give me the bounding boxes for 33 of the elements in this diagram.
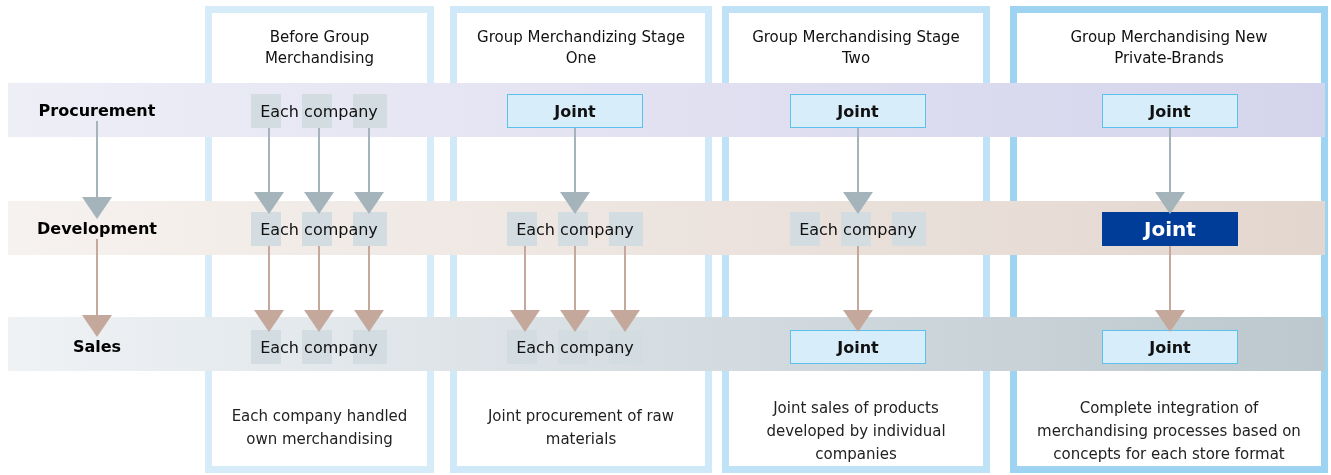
arrow bbox=[254, 127, 284, 214]
column-description: Each company handled own merchandising bbox=[230, 406, 409, 450]
arrow bbox=[560, 127, 590, 214]
arrow bbox=[610, 245, 640, 332]
arrow bbox=[560, 245, 590, 332]
joint-tag: Joint bbox=[790, 94, 926, 128]
row-label: Development bbox=[37, 217, 157, 239]
joint-highlight-tag: Joint bbox=[1102, 212, 1238, 246]
arrow bbox=[1155, 127, 1185, 214]
arrow bbox=[354, 245, 384, 332]
column-description: Joint procurement of raw materials bbox=[486, 406, 676, 450]
joint-tag: Joint bbox=[507, 94, 643, 128]
row-label: Procurement bbox=[37, 99, 157, 121]
column-description: Joint sales of products developed by individual companies bbox=[765, 398, 947, 465]
arrow bbox=[843, 127, 873, 214]
column-heading: Group Merchandizing Stage One bbox=[476, 27, 686, 69]
arrow bbox=[304, 245, 334, 332]
row-label: Sales bbox=[37, 335, 157, 357]
column-description: Complete integration of merchandising processes based on concepts for each store format bbox=[1036, 398, 1302, 465]
joint-tag: Joint bbox=[1102, 330, 1238, 364]
joint-tag: Joint bbox=[1102, 94, 1238, 128]
arrow bbox=[510, 245, 540, 332]
arrow bbox=[82, 120, 112, 219]
arrow bbox=[254, 245, 284, 332]
arrow bbox=[1155, 245, 1185, 332]
joint-tag: Joint bbox=[790, 330, 926, 364]
arrow bbox=[843, 245, 873, 332]
arrow bbox=[82, 238, 112, 337]
column-heading: Group Merchandising Stage Two bbox=[751, 27, 961, 69]
arrow bbox=[354, 127, 384, 214]
column-heading: Before Group Merchandising bbox=[263, 27, 376, 69]
column-heading: Group Merchandising New Private-Brands bbox=[1069, 27, 1269, 69]
arrow bbox=[304, 127, 334, 214]
